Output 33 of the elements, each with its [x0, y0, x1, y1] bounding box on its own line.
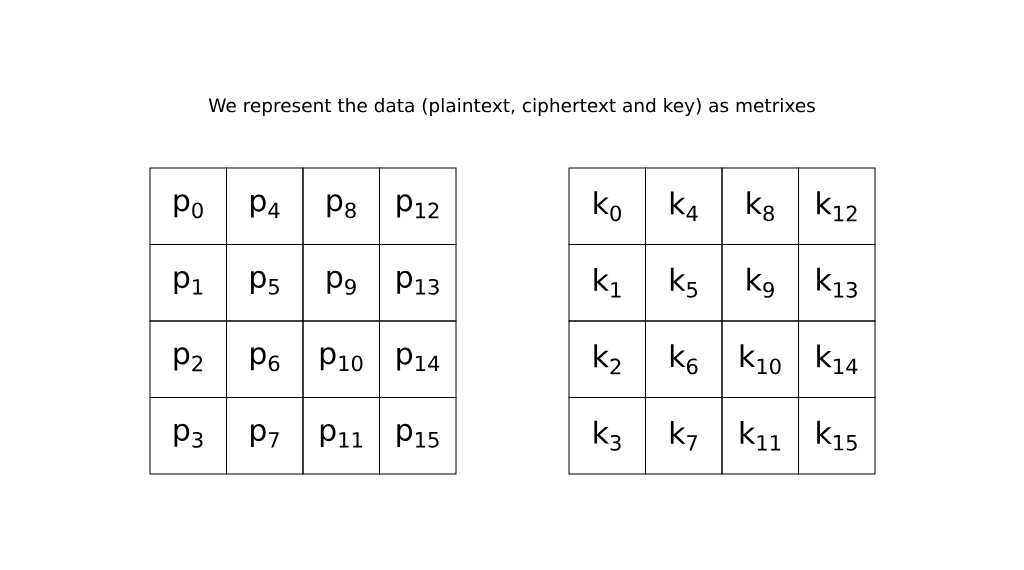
- table-cell: p$_{7}$: [226, 397, 304, 475]
- table-cell: k$_{15}$: [798, 397, 876, 475]
- table-cell: k$_{2}$: [568, 320, 646, 398]
- table-cell: p$_{4}$: [226, 167, 304, 245]
- table-cell: p$_{0}$: [149, 167, 227, 245]
- table-cell: k$_{0}$: [568, 167, 646, 245]
- table-cell: p$_{13}$: [379, 244, 457, 322]
- table-cell: p$_{2}$: [149, 320, 227, 398]
- table-cell: k$_{14}$: [798, 320, 876, 398]
- table-cell: k$_{9}$: [721, 244, 799, 322]
- table-cell: p$_{11}$: [302, 397, 380, 475]
- table-cell: k$_{3}$: [568, 397, 646, 475]
- table-cell: p$_{15}$: [379, 397, 457, 475]
- table-cell: k$_{12}$: [798, 167, 876, 245]
- table-cell: k$_{5}$: [645, 244, 723, 322]
- table-cell: p$_{3}$: [149, 397, 227, 475]
- table-cell: k$_{13}$: [798, 244, 876, 322]
- table-cell: k$_{4}$: [645, 167, 723, 245]
- table-cell: p$_{10}$: [302, 320, 380, 398]
- table-cell: k$_{1}$: [568, 244, 646, 322]
- table-cell: k$_{10}$: [721, 320, 799, 398]
- title: We represent the data (plaintext, ciphertext and key) as metrixes: [208, 98, 815, 116]
- table-cell: k$_{7}$: [645, 397, 723, 475]
- table-cell: p$_{8}$: [302, 167, 380, 245]
- table-cell: p$_{14}$: [379, 320, 457, 398]
- table-cell: p$_{9}$: [302, 244, 380, 322]
- table-cell: k$_{11}$: [721, 397, 799, 475]
- table-cell: p$_{12}$: [379, 167, 457, 245]
- table-cell: k$_{8}$: [721, 167, 799, 245]
- table-cell: p$_{5}$: [226, 244, 304, 322]
- table-cell: k$_{6}$: [645, 320, 723, 398]
- table-cell: p$_{1}$: [149, 244, 227, 322]
- table-cell: p$_{6}$: [226, 320, 304, 398]
